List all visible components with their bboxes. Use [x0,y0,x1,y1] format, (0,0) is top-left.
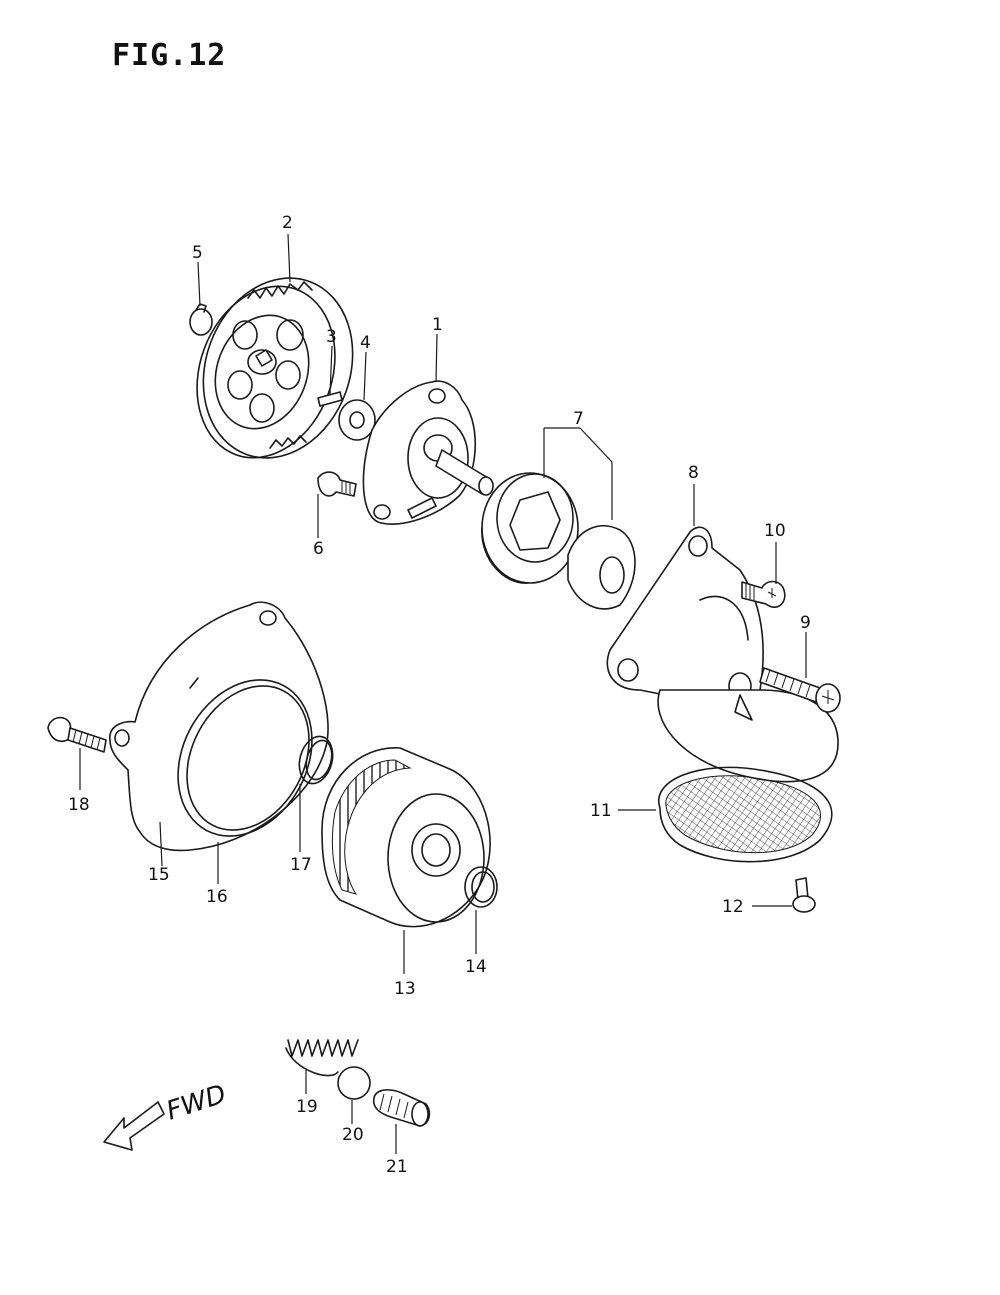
callout-7: 7 [573,409,584,429]
part-5-circlip [189,303,213,336]
callout-1: 1 [432,315,443,335]
callout-20: 20 [342,1125,364,1145]
part-12-screw [792,877,816,913]
callout-8: 8 [688,463,699,483]
figure-title: FIG.12 [112,38,227,73]
callout-19: 19 [296,1097,318,1117]
part-14-o-ring [464,866,498,908]
part-20-ball [337,1066,371,1100]
callout-17: 17 [290,855,312,875]
callout-18: 18 [68,795,90,815]
callout-5: 5 [192,243,203,263]
callout-21: 21 [386,1157,408,1177]
part-9-bolt [759,667,841,713]
part-17-o-ring-small [298,735,334,785]
part-19-spring [285,1039,359,1077]
callout-11: 11 [590,801,612,821]
part-2-drive-gear [196,277,354,459]
part-13-oil-filter [321,747,491,928]
callout-10: 10 [764,521,786,541]
part-3-pin [317,391,343,407]
callout-16: 16 [206,887,228,907]
part-8-housing [606,526,839,783]
part-11-strainer [657,766,833,863]
forward-direction-label: FWD [163,1079,230,1126]
callout-labels: 2 5 3 4 1 6 7 8 10 9 11 12 18 15 16 17 1… [68,213,811,1177]
forward-arrow-icon [103,1101,165,1151]
part-6-screw [317,471,357,497]
part-10-screw [741,580,786,608]
callout-3: 3 [326,327,337,347]
callout-14: 14 [465,957,487,977]
part-18-bolt [47,716,107,753]
callout-4: 4 [360,333,371,353]
part-21-plug [372,1089,431,1127]
part-15-filter-cover [109,601,329,852]
callout-13: 13 [394,979,416,999]
leader-lines [79,233,807,1154]
part-4-washer [338,399,376,441]
callout-6: 6 [313,539,324,559]
part-7-rotor-set [481,472,636,610]
part-1-pump-body [362,380,494,525]
callout-12: 12 [722,897,744,917]
callout-9: 9 [800,613,811,633]
callout-2: 2 [282,213,293,233]
callout-15: 15 [148,865,170,885]
